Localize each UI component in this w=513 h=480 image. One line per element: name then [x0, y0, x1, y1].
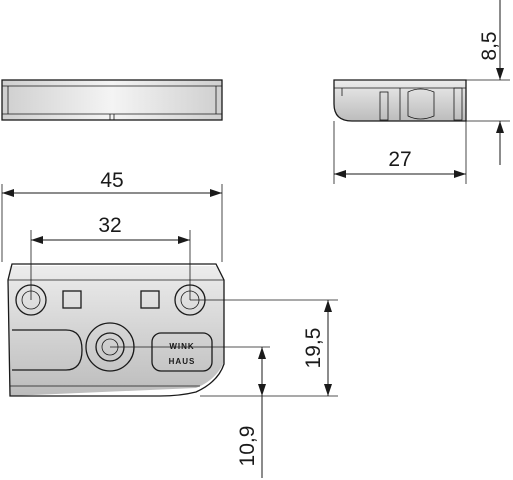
dim-depth: 27: [333, 121, 467, 184]
side-view-top: [1, 79, 223, 121]
dim-width-overall: 45: [1, 169, 223, 262]
dim-thickness: 8,5: [478, 0, 504, 165]
dim-height-holes: 19,5: [190, 299, 338, 397]
logo-line1: WINK: [169, 342, 194, 351]
end-view: [333, 79, 510, 122]
logo-line2: HAUS: [169, 357, 196, 366]
dim-height-holes-label: 19,5: [302, 328, 325, 369]
dim-hole-spacing-label: 32: [98, 214, 121, 237]
dim-height-center: 10,9: [110, 346, 270, 478]
front-view: WINK HAUS: [7, 263, 225, 397]
dim-height-center-label: 10,9: [236, 426, 259, 467]
dim-width-overall-label: 45: [100, 169, 123, 192]
dim-hole-spacing: 32: [30, 214, 191, 300]
dim-depth-label: 27: [388, 148, 411, 171]
dim-thickness-label: 8,5: [478, 31, 501, 60]
